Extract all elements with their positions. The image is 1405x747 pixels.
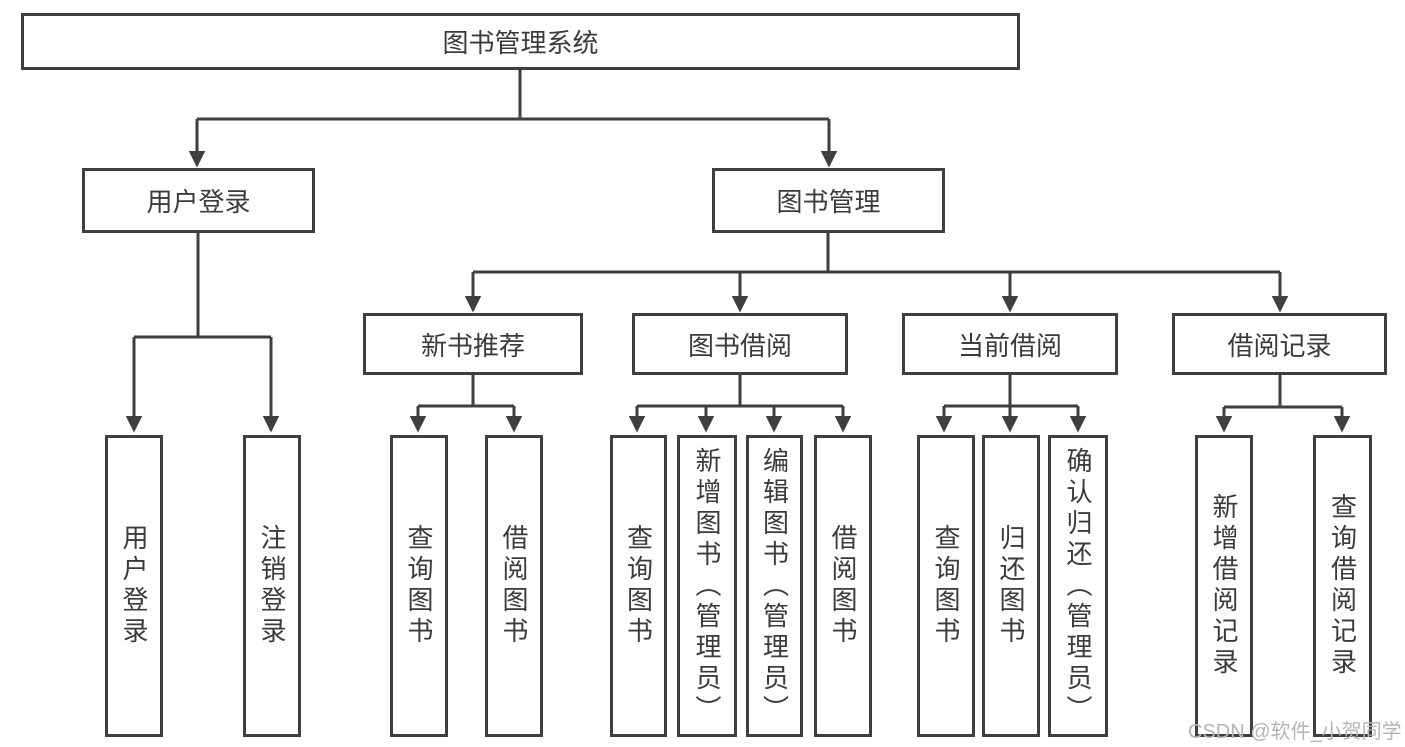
leaf-query-borrow-record: 查询借阅记录 (1313, 435, 1372, 737)
csdn-watermark: CSDN @软件_小贺同学 (1188, 721, 1402, 743)
edge-borrow-record-children (1215, 375, 1351, 433)
node-system-root: 图书管理系统 (21, 13, 1020, 70)
leaf-query-book-borrowing: 查询图书 (610, 435, 667, 737)
edge-book-mgmt-children (464, 233, 1289, 313)
node-new-book-recommend: 新书推荐 (363, 313, 583, 375)
leaf-add-borrow-record: 新增借阅记录 (1195, 435, 1253, 737)
edge-root-to-level2 (188, 69, 838, 168)
leaf-user-login: 用户登录 (105, 435, 163, 737)
node-current-borrowing: 当前借阅 (902, 313, 1118, 375)
leaf-confirm-return-admin: 确认归还（管理员） (1048, 435, 1108, 737)
leaf-query-book-recommend: 查询图书 (390, 435, 448, 737)
leaf-query-book-current: 查询图书 (917, 435, 975, 737)
edge-current-borrow-children (935, 375, 1087, 433)
node-book-management: 图书管理 (712, 168, 945, 233)
leaf-edit-book-admin: 编辑图书（管理员） (746, 435, 803, 737)
node-user-login: 用户登录 (82, 168, 315, 233)
edge-user-login-children (125, 233, 280, 433)
node-book-borrowing: 图书借阅 (632, 313, 848, 375)
leaf-logout: 注销登录 (243, 435, 301, 737)
leaf-return-book: 归还图书 (982, 435, 1040, 737)
edge-book-borrow-children (628, 375, 852, 433)
leaf-borrow-book-borrowing: 借阅图书 (814, 435, 872, 737)
node-borrowing-records: 借阅记录 (1172, 313, 1387, 375)
leaf-borrow-book-recommend: 借阅图书 (485, 435, 543, 737)
leaf-add-book-admin: 新增图书（管理员） (677, 435, 737, 737)
edge-new-book-children (409, 375, 523, 433)
